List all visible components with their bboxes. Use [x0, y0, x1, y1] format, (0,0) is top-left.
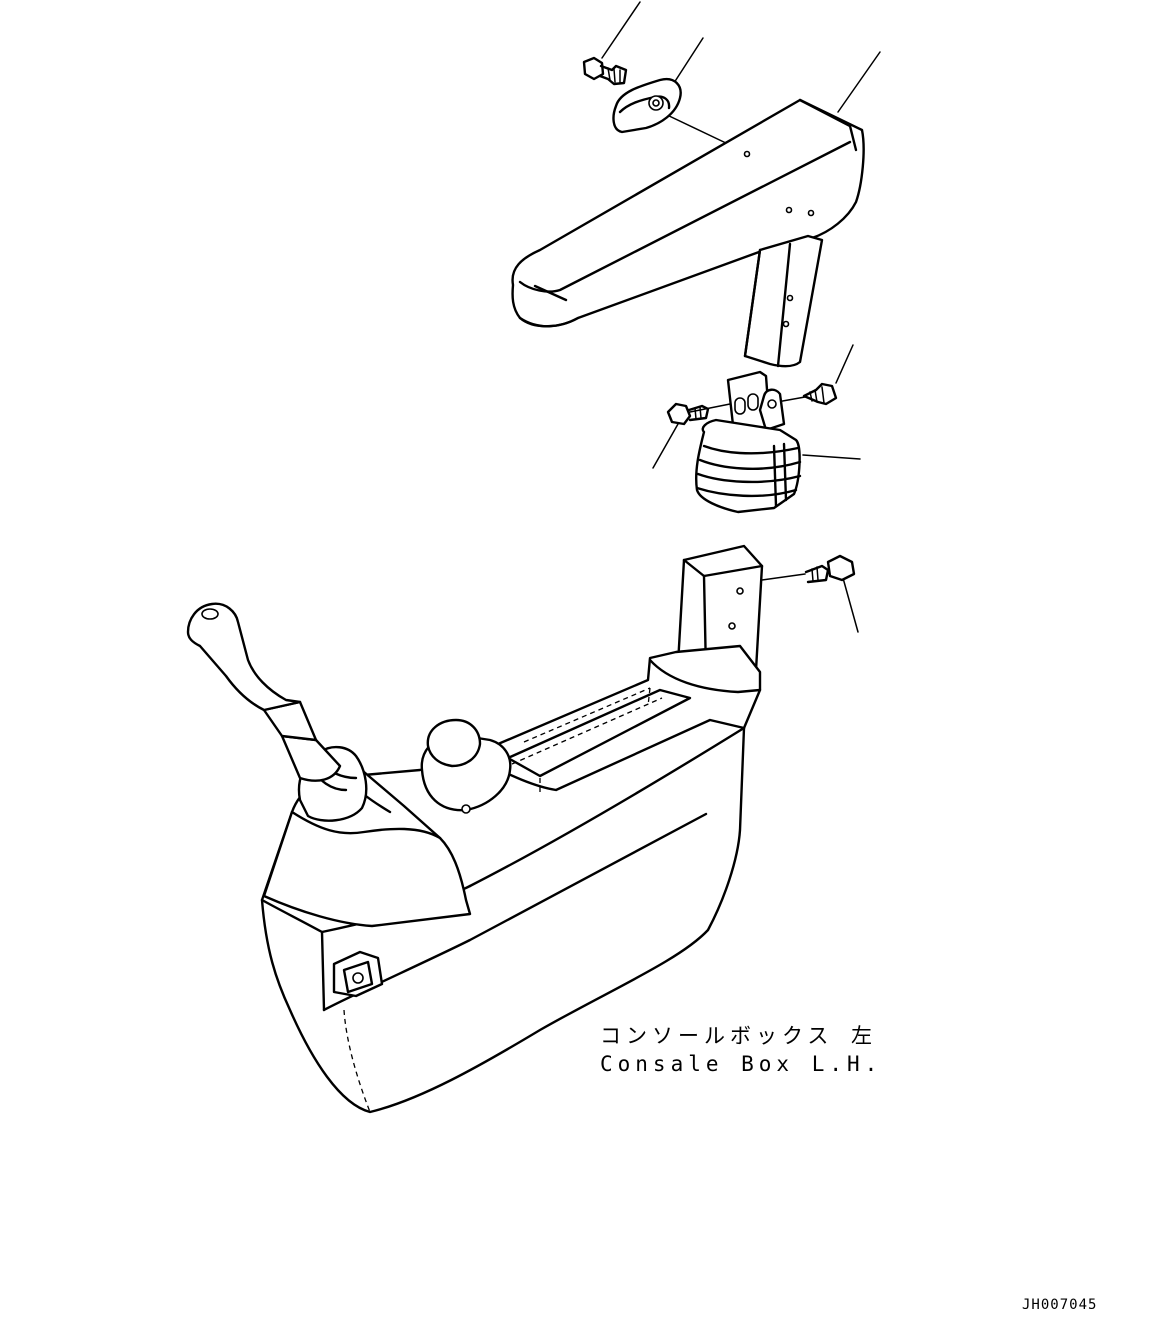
armrest-icon	[511, 98, 865, 368]
bolt-icon	[582, 56, 628, 86]
leader-lines	[601, 1, 881, 633]
leader-bolt-top	[601, 1, 641, 59]
bolt-icon	[804, 554, 856, 584]
bellows-icon	[695, 370, 802, 514]
leader-cap-cover	[671, 37, 704, 87]
assembly-line-bolt-left	[689, 403, 731, 413]
leader-bolt-right-lower	[842, 577, 859, 633]
leader-bellows	[802, 454, 861, 460]
assembly-line-cap	[664, 113, 729, 145]
bolt-icon	[666, 402, 710, 426]
caption-english: Consale Box L.H.	[600, 1052, 883, 1076]
leader-armrest	[837, 51, 881, 113]
leader-bolt-left	[652, 423, 679, 469]
cap-icon	[612, 77, 682, 134]
assembly-line-bolt-lower	[761, 573, 806, 581]
drawing-id: JH007045	[1022, 1297, 1098, 1313]
caption-japanese: コンソールボックス 左	[600, 1024, 878, 1048]
bolt-icon	[802, 382, 838, 406]
console-box-icon	[186, 544, 764, 1114]
leader-bolt-right-upper	[835, 344, 854, 384]
